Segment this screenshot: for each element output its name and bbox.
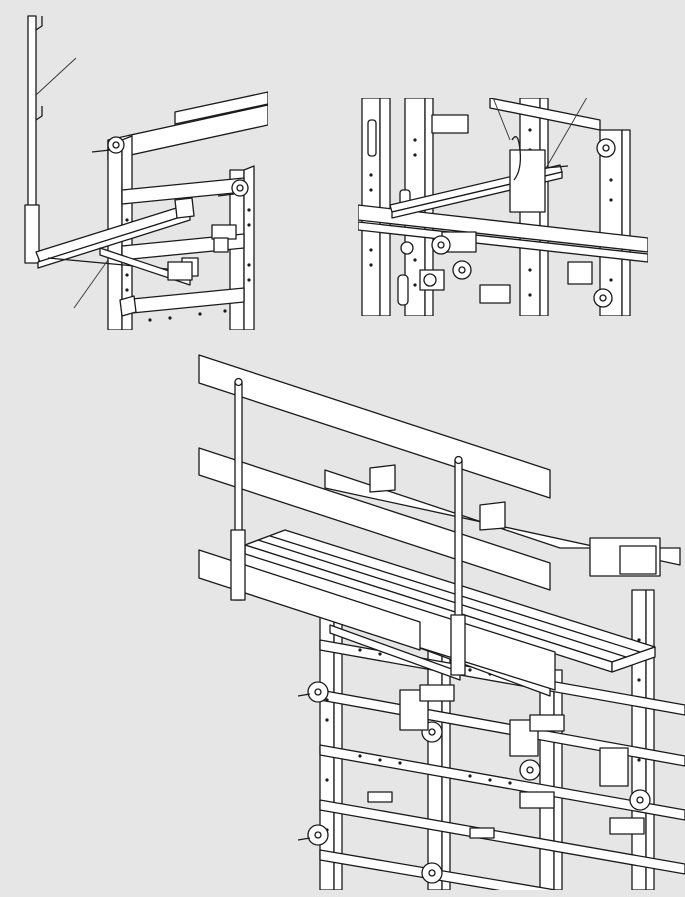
- callout-leaders: [492, 98, 588, 169]
- upper-formwork-panel: [324, 464, 681, 577]
- bracket-detail-view: [24, 15, 268, 330]
- bracket-mounted-view: [358, 98, 648, 316]
- mounted-bracket-arm: [389, 136, 569, 219]
- wall-clamps: [297, 681, 651, 884]
- clamps-and-wingnuts: [400, 114, 616, 308]
- callout-leaders: [35, 57, 109, 309]
- platform-railing-posts: [230, 377, 466, 676]
- bracket-arm: [35, 197, 195, 286]
- railing-post: [24, 15, 43, 264]
- platform-assembly-view: [198, 354, 685, 890]
